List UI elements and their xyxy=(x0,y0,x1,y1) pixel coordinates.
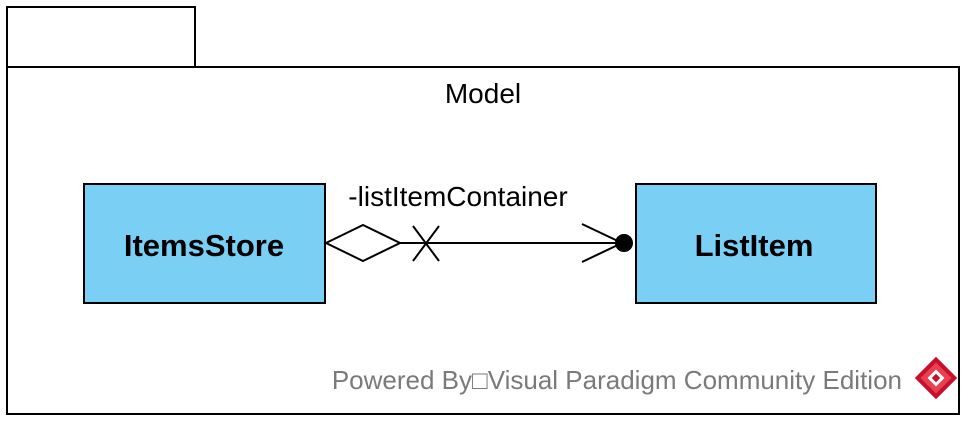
class-items-store-box xyxy=(83,183,326,304)
watermark-text: Powered By□Visual Paradigm Community Edi… xyxy=(332,365,902,395)
class-list-item-name: ListItem xyxy=(695,228,814,263)
package-tab xyxy=(6,6,196,68)
aggregation-diamond xyxy=(323,223,403,263)
class-items-store-name: ItemsStore xyxy=(124,228,284,263)
association-role-label: -listItemContainer xyxy=(348,181,567,212)
ownership-dot xyxy=(615,234,633,252)
package-name: Model xyxy=(445,78,521,109)
non-navigable-x-mark xyxy=(412,225,440,262)
association-edge[interactable]: -listItemContainer xyxy=(323,181,633,263)
class-list-item-box xyxy=(635,183,877,304)
class-items-store[interactable]: ItemsStore xyxy=(83,183,326,304)
class-list-item[interactable]: ListItem xyxy=(635,183,877,304)
